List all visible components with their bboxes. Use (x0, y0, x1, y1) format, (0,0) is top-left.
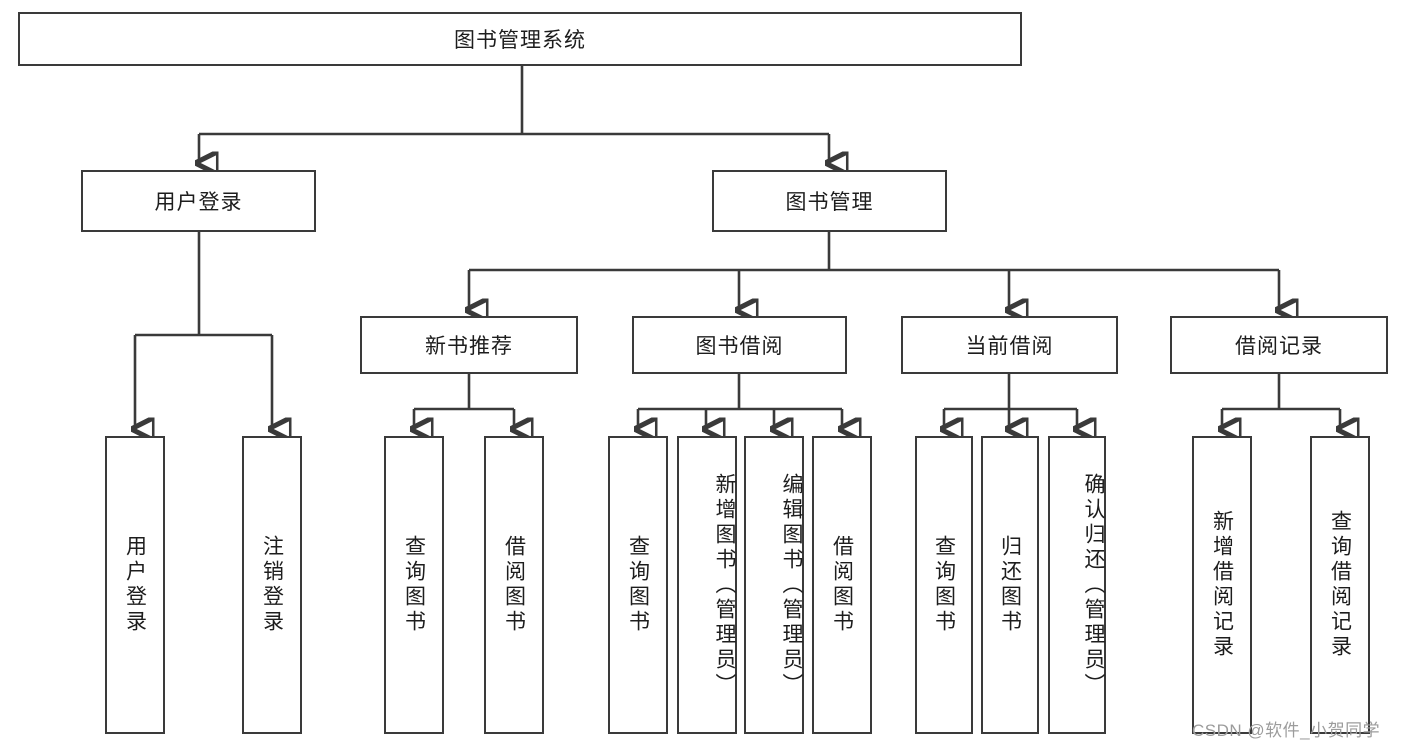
node-label: 借阅图书 (830, 535, 854, 635)
node-label: 编辑图书（管理员） (780, 472, 803, 698)
node-label: 当前借阅 (965, 335, 1054, 358)
leaf-borrow-borrow-book[interactable]: 借阅图书 (812, 436, 872, 734)
node-label: 查询图书 (932, 535, 956, 635)
leaf-record-add-record[interactable]: 新增借阅记录 (1192, 436, 1252, 734)
node-borrow-record[interactable]: 借阅记录 (1170, 316, 1388, 374)
leaf-record-query-record[interactable]: 查询借阅记录 (1310, 436, 1370, 734)
node-label: 图书管理系统 (454, 29, 586, 52)
leaf-borrow-query-book[interactable]: 查询图书 (608, 436, 668, 734)
leaf-current-query-book[interactable]: 查询图书 (915, 436, 973, 734)
node-label: 图书借阅 (695, 335, 784, 358)
leaf-current-confirm-return-admin[interactable]: 确认归还（管理员） (1048, 436, 1106, 734)
node-label: 借阅记录 (1235, 335, 1323, 358)
leaf-current-return-book[interactable]: 归还图书 (981, 436, 1039, 734)
node-label: 新增图书（管理员） (713, 472, 736, 698)
node-label: 用户登录 (123, 535, 147, 635)
node-current-borrow[interactable]: 当前借阅 (901, 316, 1118, 374)
node-label: 查询图书 (626, 535, 650, 635)
node-root-system[interactable]: 图书管理系统 (18, 12, 1022, 66)
node-label: 归还图书 (998, 535, 1022, 635)
node-book-management[interactable]: 图书管理 (712, 170, 947, 232)
node-label: 借阅图书 (502, 535, 526, 635)
leaf-user-login[interactable]: 用户登录 (105, 436, 165, 734)
node-book-borrow[interactable]: 图书借阅 (632, 316, 847, 374)
node-label: 确认归还（管理员） (1082, 472, 1105, 698)
leaf-borrow-add-book-admin[interactable]: 新增图书（管理员） (677, 436, 737, 734)
node-label: 用户登录 (154, 191, 243, 214)
csdn-watermark: CSDN @软件_小贺同学 (1192, 721, 1381, 740)
node-label: 查询借阅记录 (1328, 510, 1352, 660)
node-label: 新书推荐 (425, 335, 513, 358)
leaf-borrow-edit-book-admin[interactable]: 编辑图书（管理员） (744, 436, 804, 734)
leaf-newbook-query-book[interactable]: 查询图书 (384, 436, 444, 734)
node-label: 图书管理 (785, 191, 874, 214)
node-label: 查询图书 (402, 535, 426, 635)
leaf-user-logout[interactable]: 注销登录 (242, 436, 302, 734)
node-label: 注销登录 (260, 535, 284, 635)
node-label: 新增借阅记录 (1210, 510, 1234, 660)
node-user-login[interactable]: 用户登录 (81, 170, 316, 232)
leaf-newbook-borrow-book[interactable]: 借阅图书 (484, 436, 544, 734)
node-new-book-recommend[interactable]: 新书推荐 (360, 316, 578, 374)
